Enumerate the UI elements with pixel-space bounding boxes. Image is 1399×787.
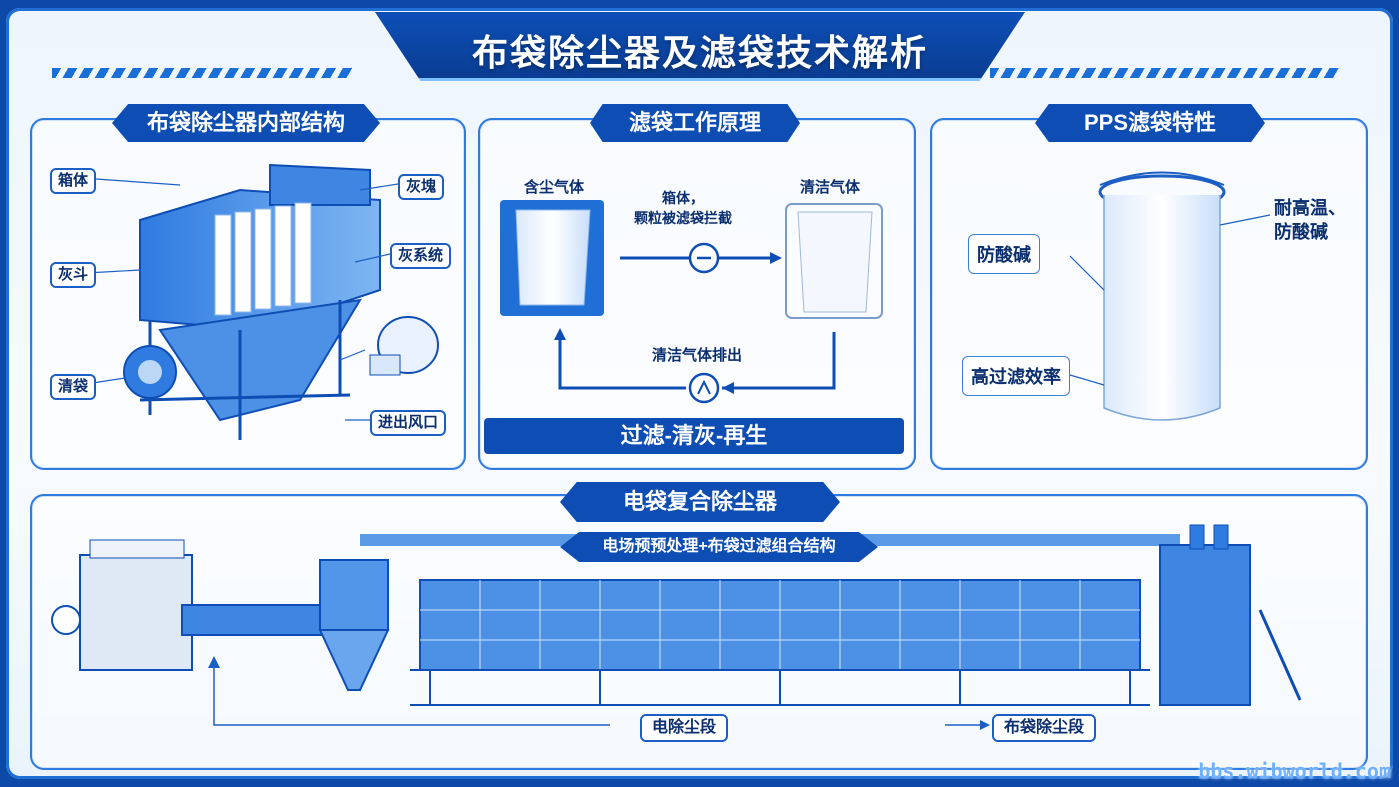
dusty-gas-label: 含尘气体 (524, 179, 585, 196)
cycle-banner: 过滤-清灰-再生 (484, 418, 904, 454)
panel-principle-heading: 滤袋工作原理 (590, 104, 800, 142)
decor-stripes-right (990, 68, 1340, 78)
label-port: 进出风口 (370, 410, 447, 436)
page-title: 布袋除尘器及滤袋技术解析 (471, 32, 928, 73)
stage-bag: 布袋除尘段 (992, 714, 1097, 742)
panel-hybrid-heading: 电袋复合除尘器 (560, 482, 840, 522)
stage-electric: 电除尘段 (640, 714, 729, 742)
feature-efficiency: 高过滤效率 (962, 356, 1070, 396)
panel-pps-heading: PPS滤袋特性 (1035, 104, 1265, 142)
label-system: 灰系统 (390, 243, 452, 269)
decor-stripes-left (52, 68, 352, 78)
baghouse-illustration (85, 163, 439, 440)
title-banner: 布袋除尘器及滤袋技术解析 (375, 12, 1025, 81)
hybrid-subtitle: 电场预预处理+布袋过滤组合结构 (560, 532, 878, 562)
intercept-label: 箱体， 颗粒被滤袋拦截 (634, 190, 732, 226)
pps-bag-illustration (1069, 171, 1271, 421)
exhaust-label: 清洁气体排出 (652, 347, 743, 364)
label-box: 箱体 (50, 168, 97, 194)
feature-heat-resist: 耐高温、 防酸碱 (1274, 198, 1346, 242)
watermark: bbs.wibworld.com (1198, 759, 1391, 783)
feature-acid-resist: 防酸碱 (968, 234, 1040, 274)
label-bag: 清袋 (50, 374, 97, 400)
panel-structure-heading: 布袋除尘器内部结构 (112, 104, 380, 142)
filter-principle-illustration (500, 200, 883, 404)
label-hopper: 灰斗 (50, 262, 97, 288)
clean-gas-label: 清洁气体 (800, 179, 861, 196)
label-duct: 灰塊 (398, 174, 445, 200)
